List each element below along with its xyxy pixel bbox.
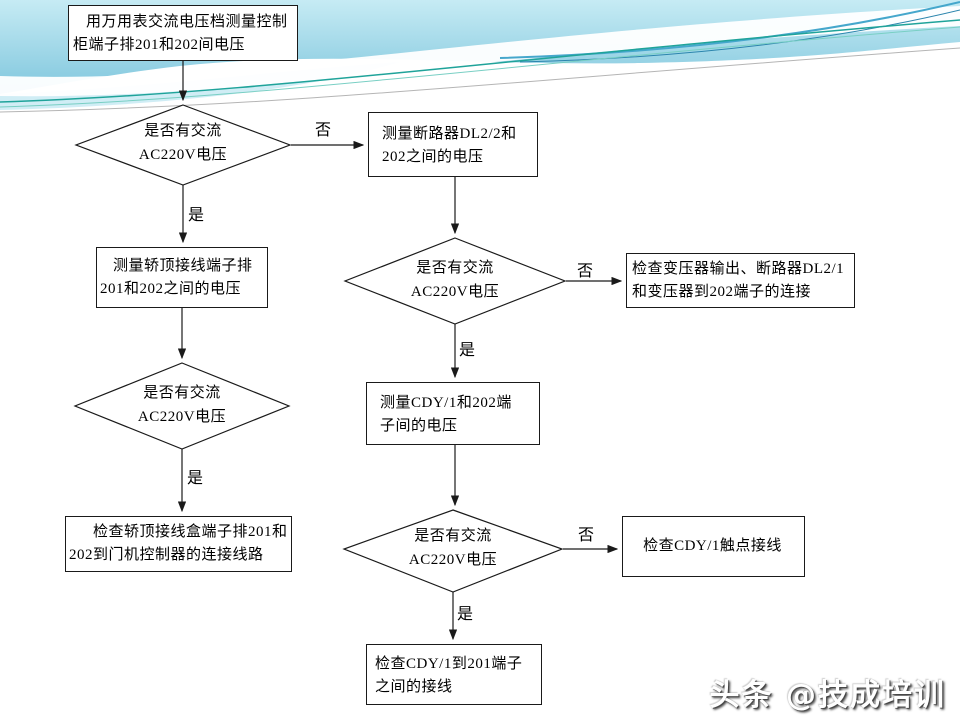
node-measure-cartop-line2: 201和202之间的电压 — [100, 281, 242, 297]
decision4-text: 是否有交流 AC220V电压 — [358, 524, 548, 572]
node-check-cartop-line1: 检查轿顶接线盒端子排201和 — [93, 524, 288, 540]
node-start-line2: 柜端子排201和202间电压 — [73, 37, 246, 53]
node-check-cartop: 检查轿顶接线盒端子排201和 202到门机控制器的连接线路 — [65, 516, 292, 572]
node-measure-breaker: 测量断路器DL2/2和 202之间的电压 — [368, 112, 538, 177]
node-measure-breaker-line2: 202之间的电压 — [382, 149, 484, 165]
node-check-cdy-wiring: 检查CDY/1到201端子 之间的接线 — [366, 644, 542, 705]
branch-label-no-2: 否 — [577, 263, 594, 280]
decision4-line2: AC220V电压 — [408, 552, 498, 568]
watermark-toutiao: 头条 @技成培训 — [709, 678, 946, 713]
node-start-line1: 用万用表交流电压档测量控制 — [86, 14, 288, 30]
node-check-transformer: 检查变压器输出、断路器DL2/1 和变压器到202端子的连接 — [626, 253, 855, 308]
decision3-line2: AC220V电压 — [410, 284, 500, 300]
decision3-text: 是否有交流 AC220V电压 — [360, 256, 550, 304]
node-check-cdy-wiring-line1: 检查CDY/1到201端子 — [375, 656, 523, 672]
header-accent-gray — [0, 47, 960, 113]
node-measure-cartop: 测量轿顶接线端子排 201和202之间的电压 — [96, 247, 268, 308]
branch-label-no-1: 否 — [315, 122, 332, 139]
decision4-diamond — [342, 509, 564, 593]
node-check-transformer-line2: 和变压器到202端子的连接 — [632, 284, 812, 300]
header-accent-teal-2 — [0, 26, 960, 108]
decision3-line1: 是否有交流 — [416, 260, 494, 276]
branch-label-yes-3: 是 — [459, 342, 476, 359]
decision2-line2: AC220V电压 — [137, 409, 227, 425]
node-measure-breaker-line1: 测量断路器DL2/2和 — [382, 126, 517, 142]
node-measure-cdy-line2: 子间的电压 — [380, 418, 458, 434]
node-check-transformer-line1: 检查变压器输出、断路器DL2/1 — [632, 261, 845, 277]
decision4-line1: 是否有交流 — [414, 528, 492, 544]
node-measure-cdy-line1: 测量CDY/1和202端 — [380, 395, 512, 411]
node-measure-cartop-line1: 测量轿顶接线端子排 — [113, 258, 253, 274]
header-white-swoosh — [0, 6, 960, 97]
branch-label-yes-2: 是 — [187, 470, 204, 487]
node-check-cdy-contact: 检查CDY/1触点接线 — [622, 516, 805, 577]
node-check-cartop-line2: 202到门机控制器的连接线路 — [69, 547, 264, 563]
node-check-cdy-wiring-line2: 之间的接线 — [375, 679, 453, 695]
decision1-diamond — [74, 104, 292, 186]
branch-label-yes-4: 是 — [457, 606, 474, 623]
branch-label-yes-1: 是 — [188, 207, 205, 224]
decision3-diamond — [343, 237, 567, 325]
decision1-line1: 是否有交流 — [144, 123, 222, 139]
node-start: 用万用表交流电压档测量控制 柜端子排201和202间电压 — [68, 5, 298, 61]
decision2-diamond — [73, 362, 291, 450]
header-accent-teal-1 — [0, 19, 960, 103]
decision1-line2: AC220V电压 — [138, 147, 228, 163]
node-measure-cdy: 测量CDY/1和202端 子间的电压 — [366, 382, 540, 445]
node-check-cdy-contact-line1: 检查CDY/1触点接线 — [643, 538, 782, 554]
decision2-line1: 是否有交流 — [143, 385, 221, 401]
decision2-text: 是否有交流 AC220V电压 — [87, 381, 277, 429]
decision1-text: 是否有交流 AC220V电压 — [88, 119, 278, 167]
branch-label-no-3: 否 — [578, 527, 595, 544]
